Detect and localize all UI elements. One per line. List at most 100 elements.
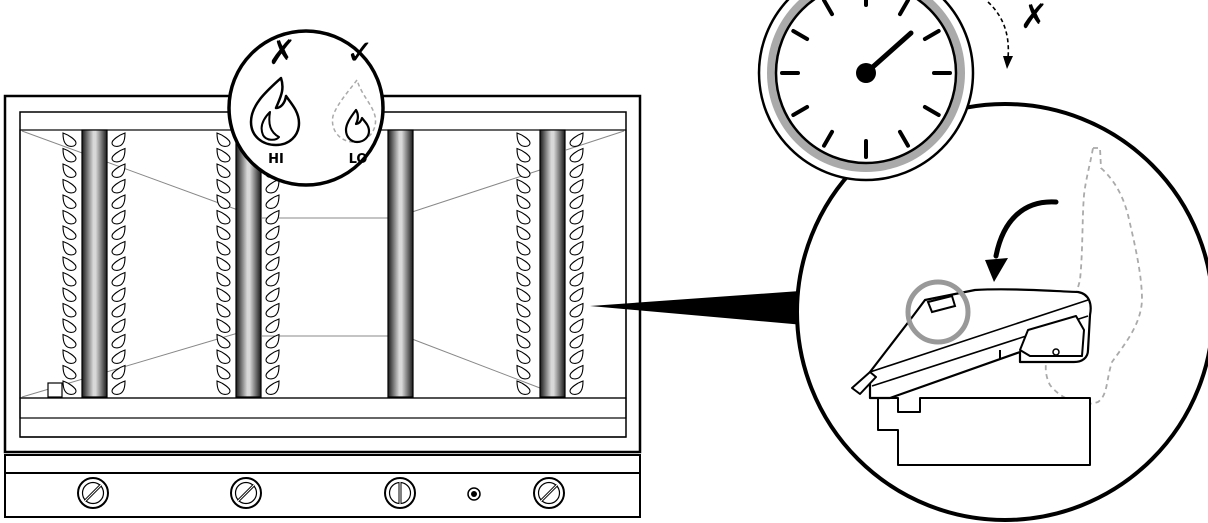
burner-flame-2-7: [111, 225, 126, 240]
burner-flame-5-10: [516, 271, 531, 287]
burner-tube-4: [539, 129, 566, 398]
burner-flame-3-14: [216, 333, 231, 349]
control-knob-2[interactable]: [230, 477, 262, 509]
grill-base: [877, 397, 1091, 466]
burner-flame-4-8: [265, 240, 280, 256]
burner-flame-6-7: [569, 225, 584, 240]
burner-flame-5-14: [516, 333, 531, 349]
lo-flame-icon: [331, 78, 377, 144]
latch-highlight-circle: [905, 279, 971, 345]
timer-tick-2: [898, 0, 910, 17]
timer-tick-11: [791, 29, 810, 41]
burner-flame-5-2: [516, 147, 531, 163]
flame-setting-callout: HI ✗ LO ✓: [227, 29, 385, 187]
burner-flame-3-4: [216, 178, 231, 194]
lo-status-mark: ✓: [346, 33, 375, 73]
burner-flame-5-8: [516, 240, 531, 256]
burner-flame-2-17: [111, 380, 126, 395]
burner-flame-4-4: [265, 178, 280, 194]
burner-flame-6-11: [569, 287, 584, 302]
burner-flame-1-2: [62, 147, 77, 163]
burner-flame-5-1: [516, 132, 531, 147]
burner-flame-3-3: [216, 163, 231, 178]
hi-status-mark: ✗: [268, 33, 297, 73]
timer-tick-8: [822, 129, 834, 148]
burner-flame-5-15: [516, 349, 531, 364]
lid-handle[interactable]: [851, 371, 877, 395]
control-knob-1[interactable]: [77, 477, 109, 509]
burner-flame-2-1: [111, 132, 126, 147]
timer-dial: [757, 0, 975, 182]
burner-flame-1-8: [62, 240, 77, 256]
ignition-button[interactable]: [467, 487, 481, 501]
timer-tick-5: [922, 105, 941, 117]
burner-flame-4-13: [265, 318, 280, 333]
hi-label: HI: [268, 152, 284, 167]
burner-flame-1-3: [62, 163, 77, 178]
timer-tick-6: [898, 129, 910, 148]
burner-flame-4-6: [265, 209, 280, 225]
burner-flame-4-11: [265, 287, 280, 302]
burner-flame-6-8: [569, 240, 584, 256]
burner-flame-6-1: [569, 132, 584, 147]
burner-flame-6-17: [569, 380, 584, 395]
burner-flame-1-17: [62, 380, 77, 395]
burner-flame-6-16: [569, 364, 584, 380]
timer-turn-arrow: [987, 1, 1013, 69]
burner-flame-1-6: [62, 209, 77, 225]
burner-flame-5-9: [516, 256, 531, 271]
burner-flame-4-15: [265, 349, 280, 364]
burner-flame-2-14: [111, 333, 126, 349]
timer-hub: [856, 63, 876, 83]
burner-flame-2-15: [111, 349, 126, 364]
timer-tick-3: [922, 29, 941, 41]
burner-flame-3-17: [216, 380, 231, 395]
lo-label: LO: [349, 152, 368, 167]
timer-hand: [863, 30, 914, 76]
burner-flame-5-16: [516, 364, 531, 380]
close-lid-arrow: [985, 199, 1059, 282]
burner-tube-2: [235, 129, 262, 398]
burner-flame-6-14: [569, 333, 584, 349]
burner-flame-3-8: [216, 240, 231, 256]
burner-flame-3-13: [216, 318, 231, 333]
burner-flame-5-4: [516, 178, 531, 194]
burner-flame-4-10: [265, 271, 280, 287]
burner-flame-1-4: [62, 178, 77, 194]
burner-flame-6-5: [569, 194, 584, 209]
burner-flame-4-17: [265, 380, 280, 395]
burner-flame-1-10: [62, 271, 77, 287]
burner-flame-6-2: [569, 147, 584, 163]
burner-flame-3-1: [216, 132, 231, 147]
burner-flame-2-3: [111, 163, 126, 178]
grease-tray: [19, 397, 627, 419]
burner-flame-6-10: [569, 271, 584, 287]
burner-flame-1-12: [62, 302, 77, 318]
burner-flame-1-16: [62, 364, 77, 380]
burner-flame-1-7: [62, 225, 77, 240]
burner-flame-6-13: [569, 318, 584, 333]
burner-flame-1-13: [62, 318, 77, 333]
burner-flame-4-7: [265, 225, 280, 240]
burner-flame-5-13: [516, 318, 531, 333]
timer-status-mark: ✗: [1020, 0, 1049, 37]
lid-latch[interactable]: [926, 294, 957, 314]
burner-flame-1-5: [62, 194, 77, 209]
control-knob-3[interactable]: [384, 477, 416, 509]
burner-tube-1: [81, 129, 108, 398]
control-panel: [4, 454, 641, 518]
burner-flame-2-13: [111, 318, 126, 333]
igniter-box: [47, 382, 63, 398]
burner-flame-4-16: [265, 364, 280, 380]
burner-flame-4-12: [265, 302, 280, 318]
timer-ticks: [780, 0, 952, 159]
burner-flame-2-10: [111, 271, 126, 287]
control-knob-4[interactable]: [533, 477, 565, 509]
burner-flame-5-17: [516, 380, 531, 395]
burner-flame-3-2: [216, 147, 231, 163]
burner-flame-6-9: [569, 256, 584, 271]
burner-flame-4-9: [265, 256, 280, 271]
burner-flame-5-5: [516, 194, 531, 209]
burner-flame-6-15: [569, 349, 584, 364]
burner-flame-6-4: [569, 178, 584, 194]
